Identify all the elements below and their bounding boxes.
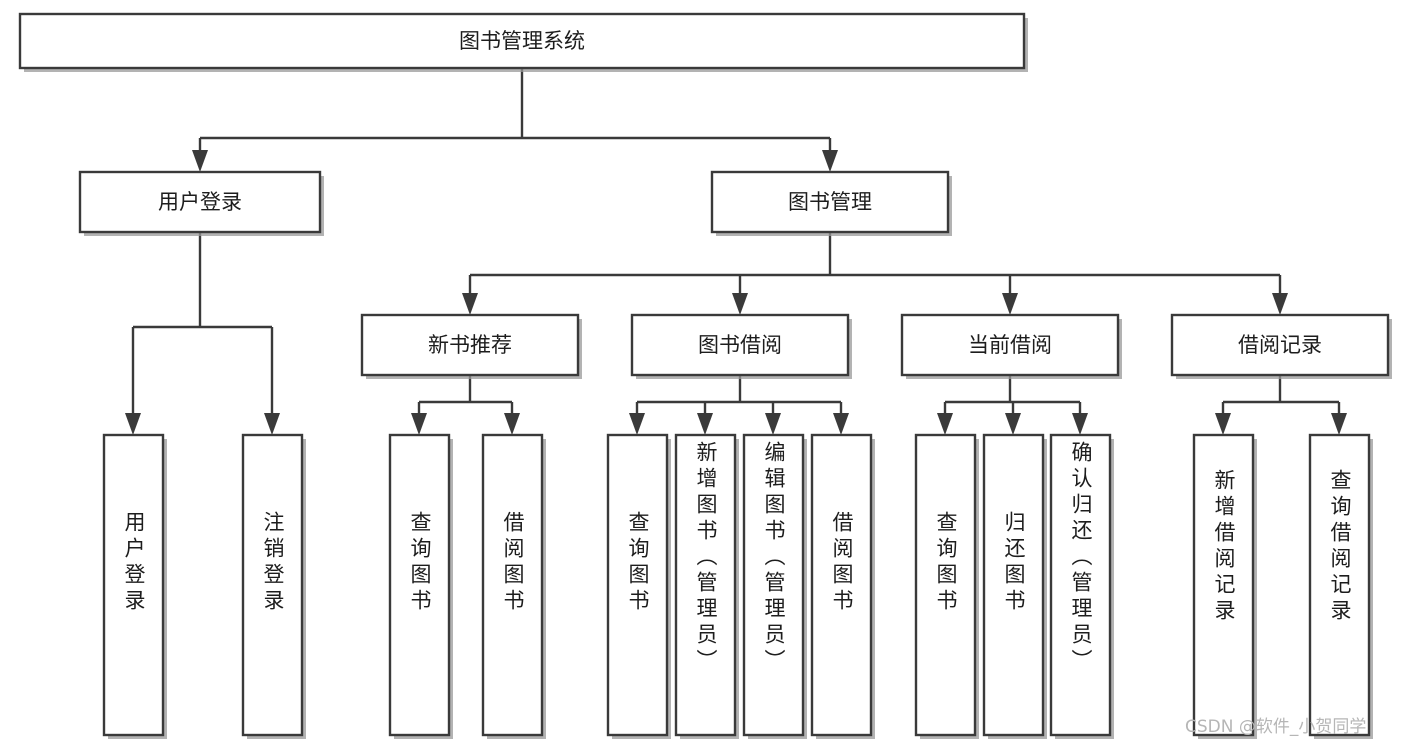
node-leaf-query-record[interactable] xyxy=(1308,433,1371,737)
csdn-watermark: CSDN @软件_小贺同学 xyxy=(1185,717,1367,737)
arrowhead-leaf-add-record xyxy=(1215,413,1231,435)
node-leaf-borrow-book-1[interactable] xyxy=(481,433,544,737)
arrowhead-book-manage xyxy=(822,150,838,172)
connectors xyxy=(125,68,1347,435)
arrowhead-leaf-logout xyxy=(264,413,280,435)
node-root-label: 图书管理系统 xyxy=(459,29,585,53)
arrowhead-current-borrow xyxy=(1002,293,1018,315)
arrowhead-leaf-query-book-3 xyxy=(937,413,953,435)
arrowhead-leaf-borrow-book-2 xyxy=(833,413,849,435)
arrowhead-new-book-recommend xyxy=(462,293,478,315)
node-user-login-label: 用户登录 xyxy=(158,190,242,214)
arrowhead-leaf-add-book xyxy=(697,413,713,435)
node-book-borrow-label: 图书借阅 xyxy=(698,333,782,357)
node-new-book-recommend[interactable] xyxy=(360,313,580,377)
arrowhead-leaf-confirm-return xyxy=(1072,413,1088,435)
node-borrow-records-label: 借阅记录 xyxy=(1238,333,1322,357)
node-leaf-query-book-1[interactable] xyxy=(388,433,451,737)
node-leaf-query-book-3[interactable] xyxy=(914,433,977,737)
node-book-manage-label: 图书管理 xyxy=(788,190,872,214)
arrowhead-leaf-edit-book xyxy=(765,413,781,435)
node-leaf-query-book-2[interactable] xyxy=(606,433,669,737)
node-leaf-user-login[interactable] xyxy=(102,433,165,737)
arrowhead-user-login xyxy=(192,150,208,172)
node-current-borrow[interactable] xyxy=(900,313,1120,377)
arrowhead-book-borrow xyxy=(732,293,748,315)
nodes: 图书管理系统 用户登录 图书管理 新书推荐 图书借阅 当前借阅 借阅记录 xyxy=(18,12,1392,739)
arrowhead-leaf-query-book-2 xyxy=(629,413,645,435)
arrowhead-leaf-query-record xyxy=(1331,413,1347,435)
node-new-book-recommend-label: 新书推荐 xyxy=(428,333,512,357)
node-leaf-edit-book[interactable] xyxy=(742,433,805,737)
node-leaf-borrow-book-2[interactable] xyxy=(810,433,873,737)
arrowhead-leaf-borrow-book-1 xyxy=(504,413,520,435)
node-root[interactable] xyxy=(18,12,1026,70)
arrowhead-borrow-records xyxy=(1272,293,1288,315)
node-borrow-records[interactable] xyxy=(1170,313,1390,377)
arrowhead-leaf-query-book-1 xyxy=(411,413,427,435)
node-leaf-return-book[interactable] xyxy=(982,433,1045,737)
node-leaf-add-record[interactable] xyxy=(1192,433,1255,737)
node-leaf-confirm-return[interactable] xyxy=(1049,433,1112,737)
node-leaf-add-book[interactable] xyxy=(674,433,737,737)
node-current-borrow-label: 当前借阅 xyxy=(968,333,1052,357)
arrowhead-leaf-user-login xyxy=(125,413,141,435)
node-leaf-logout[interactable] xyxy=(241,433,304,737)
node-book-manage[interactable] xyxy=(710,170,950,234)
arrowhead-leaf-return-book xyxy=(1005,413,1021,435)
node-user-login[interactable] xyxy=(78,170,322,234)
node-book-borrow[interactable] xyxy=(630,313,850,377)
